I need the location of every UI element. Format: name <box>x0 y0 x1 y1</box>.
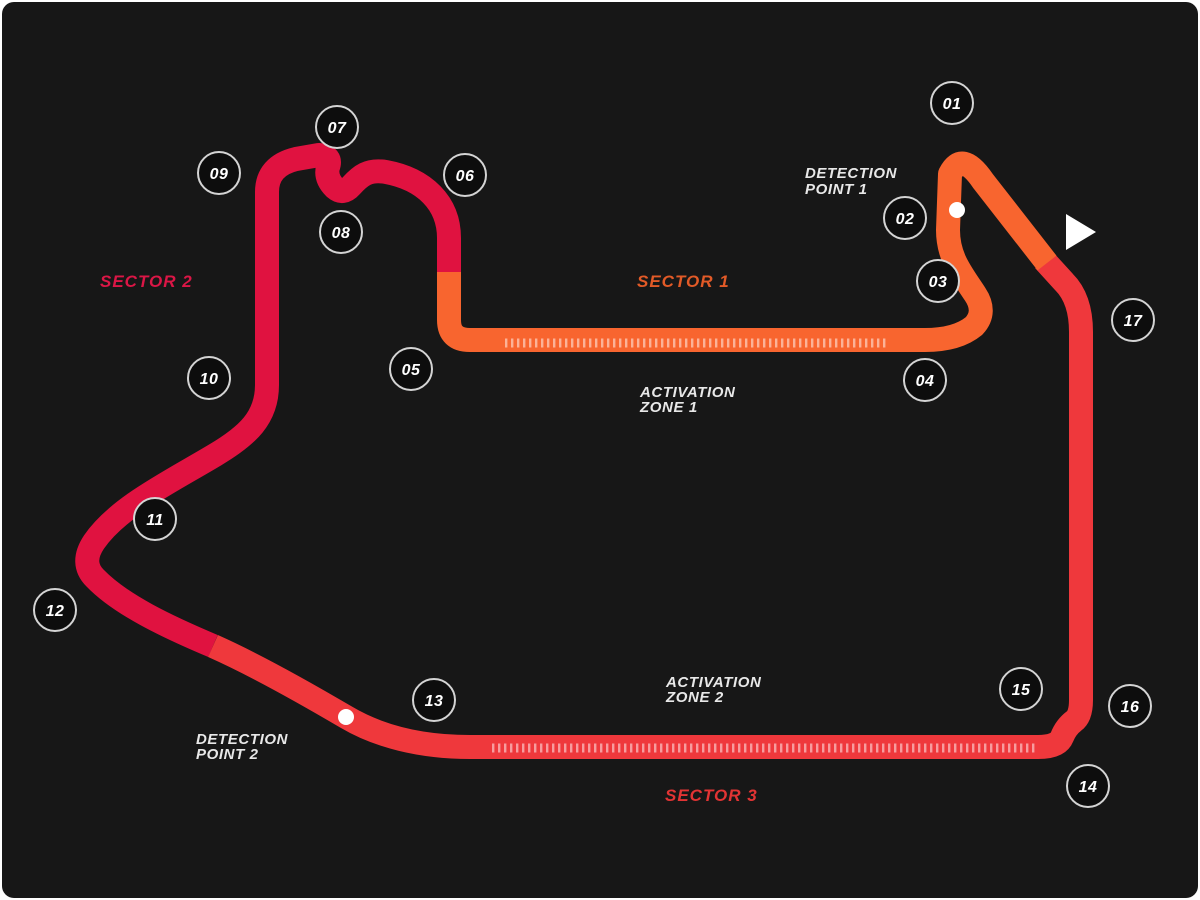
turn-number-06: 06 <box>456 168 475 185</box>
turn-circle-17 <box>1111 298 1155 342</box>
activation-zone-1-line2: ZONE 1 <box>639 399 698 416</box>
turn-marker-03: 03 <box>916 259 960 303</box>
activation-zone-2-line1: ACTIVATION <box>665 674 762 691</box>
turn-marker-13: 13 <box>412 678 456 722</box>
track-sector-3 <box>208 251 1093 759</box>
turn-circle-05 <box>389 347 433 391</box>
turn-marker-14: 14 <box>1066 764 1110 808</box>
activation-zone-2-line2: ZONE 2 <box>665 689 724 706</box>
turn-number-04: 04 <box>916 373 935 390</box>
turn-number-08: 08 <box>332 225 351 242</box>
turn-number-05: 05 <box>402 362 421 379</box>
turn-number-14: 14 <box>1079 779 1098 796</box>
turn-circle-01 <box>930 81 974 125</box>
turn-marker-09: 09 <box>197 151 241 195</box>
turn-number-17: 17 <box>1124 313 1143 330</box>
turn-number-07: 07 <box>328 120 347 137</box>
turn-circle-14 <box>1066 764 1110 808</box>
activation-zone-1-line1: ACTIVATION <box>639 384 736 401</box>
turn-marker-12: 12 <box>33 588 77 632</box>
turn-marker-02: 02 <box>883 196 927 240</box>
detection-point-2-label: DETECTION POINT 2 <box>196 731 289 763</box>
turn-marker-06: 06 <box>443 153 487 197</box>
turn-circle-04 <box>903 358 947 402</box>
turn-circle-16 <box>1108 684 1152 728</box>
detection-point-2-dot <box>338 709 354 725</box>
track-sector-2 <box>75 143 461 658</box>
turn-marker-04: 04 <box>903 358 947 402</box>
turn-circle-09 <box>197 151 241 195</box>
turn-number-10: 10 <box>200 371 219 388</box>
detection-point-1-dot <box>949 202 965 218</box>
turn-marker-05: 05 <box>389 347 433 391</box>
turn-marker-01: 01 <box>930 81 974 125</box>
direction-arrow-icon <box>1066 214 1096 250</box>
turn-number-16: 16 <box>1121 699 1140 716</box>
track-sector-1 <box>437 151 1057 352</box>
sector-3-label: SECTOR 3 <box>665 786 758 805</box>
turn-marker-17: 17 <box>1111 298 1155 342</box>
detection-point-2-line2: POINT 2 <box>196 746 259 763</box>
turn-circle-15 <box>999 667 1043 711</box>
turn-marker-07: 07 <box>315 105 359 149</box>
turn-number-11: 11 <box>146 512 164 529</box>
sector-1-label: SECTOR 1 <box>637 272 730 291</box>
turn-marker-08: 08 <box>319 210 363 254</box>
turn-number-01: 01 <box>943 96 962 113</box>
turn-marker-10: 10 <box>187 356 231 400</box>
activation-zone-1-label: ACTIVATION ZONE 1 <box>639 384 736 416</box>
turn-circle-11 <box>133 497 177 541</box>
turn-number-12: 12 <box>46 603 65 620</box>
turn-circle-02 <box>883 196 927 240</box>
detection-point-1-line2: POINT 1 <box>805 181 868 198</box>
turn-marker-16: 16 <box>1108 684 1152 728</box>
sector-2-label: SECTOR 2 <box>100 272 193 291</box>
turn-number-09: 09 <box>210 166 229 183</box>
detection-point-1-label: DETECTION POINT 1 <box>805 165 898 198</box>
turn-number-15: 15 <box>1012 682 1031 699</box>
turn-marker-11: 11 <box>133 497 177 541</box>
turn-circle-12 <box>33 588 77 632</box>
turn-number-03: 03 <box>929 274 948 291</box>
activation-zone-2-label: ACTIVATION ZONE 2 <box>665 674 762 706</box>
detection-point-2-line1: DETECTION <box>196 731 289 748</box>
turn-circle-08 <box>319 210 363 254</box>
detection-point-1-line1: DETECTION <box>805 165 898 182</box>
turn-number-13: 13 <box>425 693 444 710</box>
turn-number-02: 02 <box>896 211 915 228</box>
turn-circle-10 <box>187 356 231 400</box>
turn-circle-06 <box>443 153 487 197</box>
turn-circle-13 <box>412 678 456 722</box>
turn-circle-07 <box>315 105 359 149</box>
turn-marker-15: 15 <box>999 667 1043 711</box>
turn-circle-03 <box>916 259 960 303</box>
